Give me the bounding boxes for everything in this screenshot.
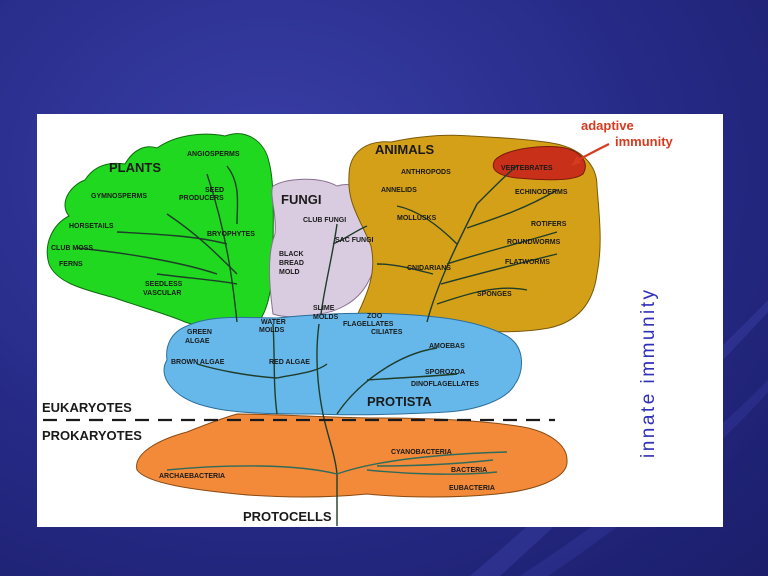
label-green: GREEN bbox=[187, 329, 212, 336]
label-amoebas: AMOEBAS bbox=[429, 343, 465, 350]
label-cnidarians: CNIDARIANS bbox=[407, 265, 451, 272]
label-sac-fungi: SAC FUNGI bbox=[335, 237, 374, 244]
label-water-molds: MOLDS bbox=[259, 327, 285, 334]
label-protocells: PROTOCELLS bbox=[243, 509, 332, 524]
label-animals: ANIMALS bbox=[375, 142, 435, 157]
label-adaptive: adaptive bbox=[581, 118, 634, 133]
label-slime-molds: MOLDS bbox=[313, 314, 339, 321]
label-bread: BREAD bbox=[279, 260, 304, 267]
label-seedless: SEEDLESS bbox=[145, 281, 183, 288]
label-eukaryotes: EUKARYOTES bbox=[42, 400, 132, 415]
tree-of-life-figure: PLANTS FUNGI ANIMALS PROTISTA EUKARYOTES… bbox=[37, 114, 723, 527]
animals-region bbox=[348, 134, 601, 333]
label-flagellates: FLAGELLATES bbox=[343, 321, 394, 328]
label-sporozoa: SPOROZOA bbox=[425, 369, 465, 376]
label-innate-immunity: innate immunity bbox=[638, 287, 659, 458]
label-zoo: ZOO bbox=[367, 313, 383, 320]
label-club-fungi: CLUB FUNGI bbox=[303, 217, 346, 224]
label-bryophytes: BRYOPHYTES bbox=[207, 231, 255, 238]
label-producers: PRODUCERS bbox=[179, 195, 224, 202]
label-red-algae: RED ALGAE bbox=[269, 359, 310, 366]
label-anthropods: ANTHROPODS bbox=[401, 169, 451, 176]
label-immunity: immunity bbox=[615, 134, 674, 149]
label-prokaryotes: PROKARYOTES bbox=[42, 428, 142, 443]
label-slime: SLIME bbox=[313, 305, 335, 312]
label-archaebacteria: ARCHAEBACTERIA bbox=[159, 473, 225, 480]
label-sponges: SPONGES bbox=[477, 291, 512, 298]
label-echinoderms: ECHINODERMS bbox=[515, 189, 568, 196]
label-annelids: ANNELIDS bbox=[381, 187, 417, 194]
label-ferns: FERNS bbox=[59, 261, 83, 268]
label-roundworms: ROUNDWORMS bbox=[507, 239, 561, 246]
label-mold: MOLD bbox=[279, 269, 300, 276]
label-black: BLACK bbox=[279, 251, 304, 258]
label-brown-algae: BROWN ALGAE bbox=[171, 359, 225, 366]
label-flatworms: FLATWORMS bbox=[505, 259, 550, 266]
label-club-moss: CLUB MOSS bbox=[51, 245, 93, 252]
tree-branches bbox=[76, 165, 558, 526]
label-horsetails: HORSETAILS bbox=[69, 223, 114, 230]
label-bacteria: BACTERIA bbox=[451, 467, 487, 474]
label-cyanobacteria: CYANOBACTERIA bbox=[391, 449, 452, 456]
label-eubacteria: EUBACTERIA bbox=[449, 485, 495, 492]
prokaryotes-region bbox=[136, 413, 568, 498]
label-algae: ALGAE bbox=[185, 338, 210, 345]
label-dinoflagellates: DINOFLAGELLATES bbox=[411, 381, 479, 388]
adaptive-arrow bbox=[574, 143, 610, 163]
label-water: WATER bbox=[261, 319, 286, 326]
label-rotifers: ROTIFERS bbox=[531, 221, 567, 228]
label-ciliates: CILIATES bbox=[371, 329, 403, 336]
label-seed: SEED bbox=[205, 187, 224, 194]
tree-diagram: PLANTS FUNGI ANIMALS PROTISTA EUKARYOTES… bbox=[42, 118, 674, 526]
label-protista: PROTISTA bbox=[367, 394, 432, 409]
label-vertebrates: VERTEBRATES bbox=[501, 165, 553, 172]
label-angiosperms: ANGIOSPERMS bbox=[187, 151, 240, 158]
label-plants: PLANTS bbox=[109, 160, 161, 175]
protista-region bbox=[163, 312, 522, 416]
label-vascular: VASCULAR bbox=[143, 290, 181, 297]
label-gymnosperms: GYMNOSPERMS bbox=[91, 193, 147, 200]
label-fungi: FUNGI bbox=[281, 192, 321, 207]
label-mollusks: MOLLUSKS bbox=[397, 215, 437, 222]
adaptive-arrow-head bbox=[571, 156, 581, 166]
